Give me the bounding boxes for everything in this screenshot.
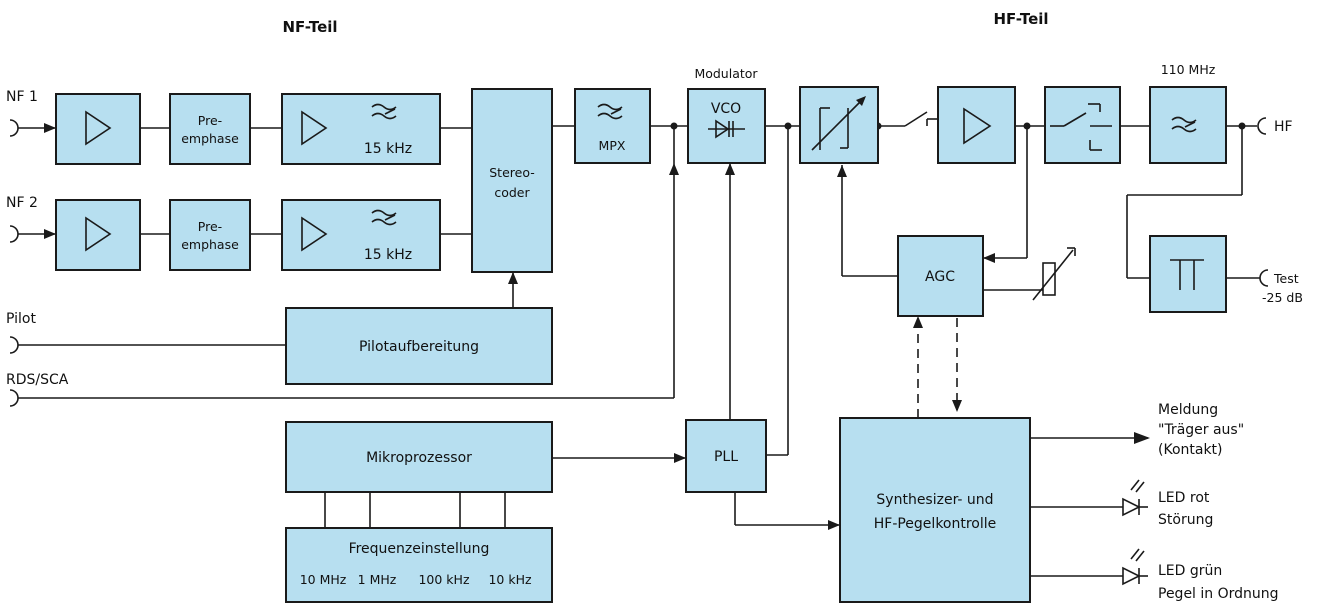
hf-amplifier bbox=[937, 86, 1016, 164]
filter-amp-nf1: 15 kHz bbox=[281, 93, 441, 165]
svg-text:HF-Pegelkontrolle: HF-Pegelkontrolle bbox=[874, 516, 997, 532]
switch-1 bbox=[904, 111, 928, 127]
svg-text:Pilotaufbereitung: Pilotaufbereitung bbox=[359, 339, 479, 355]
lpf-110-label: 110 MHz bbox=[1161, 62, 1216, 77]
led-gruen-icon bbox=[1122, 548, 1148, 586]
section-nf-title: NF-Teil bbox=[282, 18, 337, 36]
arrowheads bbox=[44, 123, 1150, 530]
frequenzeinstellung-block: Frequenzeinstellung 10 MHz 1 MHz 100 kHz… bbox=[285, 527, 553, 603]
led-gruen-status: Pegel in Ordnung bbox=[1158, 586, 1279, 602]
svg-text:Mikroprozessor: Mikroprozessor bbox=[366, 450, 472, 466]
meldung-kontakt-label: (Kontakt) bbox=[1158, 442, 1223, 458]
mpx-filter: MPX bbox=[574, 88, 651, 164]
section-hf-title: HF-Teil bbox=[993, 10, 1048, 28]
led-rot-label: LED rot bbox=[1158, 490, 1210, 506]
output-label-test: Test bbox=[1273, 271, 1299, 286]
output-label-test-level: -25 dB bbox=[1262, 290, 1303, 305]
svg-text:Synthesizer- und: Synthesizer- und bbox=[876, 492, 993, 508]
synthesizer-block: Synthesizer- und HF-Pegelkontrolle bbox=[839, 417, 1031, 603]
input-jack-rds: RDS/SCA bbox=[6, 372, 69, 407]
stereo-coder: Stereo- coder bbox=[471, 88, 553, 273]
svg-text:emphase: emphase bbox=[181, 131, 239, 146]
svg-text:coder: coder bbox=[494, 185, 530, 200]
vco-block: VCO bbox=[687, 88, 766, 164]
modulator-label: Modulator bbox=[694, 66, 758, 81]
svg-text:Pre-: Pre- bbox=[198, 113, 222, 128]
freq-step-1mhz: 1 MHz bbox=[358, 572, 397, 587]
svg-text:AGC: AGC bbox=[925, 269, 955, 285]
amplifier-nf2 bbox=[55, 199, 141, 271]
meldung-label: Meldung bbox=[1158, 402, 1218, 418]
svg-text:Frequenzeinstellung: Frequenzeinstellung bbox=[349, 541, 490, 557]
svg-text:Pre-: Pre- bbox=[198, 219, 222, 234]
led-gruen-label: LED grün bbox=[1158, 563, 1222, 579]
output-label-hf: HF bbox=[1274, 119, 1293, 135]
test-coupler bbox=[1149, 235, 1227, 313]
svg-text:Stereo-: Stereo- bbox=[489, 165, 534, 180]
output-jack-hf: HF bbox=[1257, 117, 1293, 135]
svg-text:PLL: PLL bbox=[714, 449, 738, 465]
freq-step-10mhz: 10 MHz bbox=[300, 572, 347, 587]
input-jack-pilot: Pilot bbox=[6, 311, 36, 354]
meldung-traeger-label: "Träger aus" bbox=[1158, 422, 1244, 438]
mikroprozessor-block: Mikroprozessor bbox=[285, 421, 553, 493]
lowpass-110mhz bbox=[1149, 86, 1227, 164]
pll-block: PLL bbox=[685, 419, 767, 493]
amplifier-nf1 bbox=[55, 93, 141, 165]
agc-block: AGC bbox=[897, 235, 984, 317]
wires bbox=[18, 118, 1260, 577]
variable-attenuator bbox=[799, 86, 879, 164]
input-jack-nf1: NF 1 bbox=[6, 89, 38, 137]
input-label-rds: RDS/SCA bbox=[6, 372, 69, 388]
led-rot-status: Störung bbox=[1158, 512, 1213, 528]
preemphase-nf1: Pre- emphase bbox=[169, 93, 251, 165]
switch-box bbox=[1044, 86, 1121, 164]
input-label-pilot: Pilot bbox=[6, 311, 36, 327]
svg-text:MPX: MPX bbox=[599, 138, 626, 153]
output-jack-test: Test -25 dB bbox=[1259, 269, 1303, 305]
svg-text:emphase: emphase bbox=[181, 237, 239, 252]
freq-step-100khz: 100 kHz bbox=[418, 572, 469, 587]
svg-text:15 kHz: 15 kHz bbox=[364, 247, 412, 263]
pilotaufbereitung-block: Pilotaufbereitung bbox=[285, 307, 553, 385]
filter-amp-nf2: 15 kHz bbox=[281, 199, 441, 271]
svg-text:15 kHz: 15 kHz bbox=[364, 141, 412, 157]
freq-step-10khz: 10 kHz bbox=[488, 572, 532, 587]
led-rot-icon bbox=[1122, 479, 1148, 517]
svg-text:VCO: VCO bbox=[711, 101, 741, 117]
input-label-nf2: NF 2 bbox=[6, 195, 38, 211]
input-jack-nf2: NF 2 bbox=[6, 195, 38, 243]
input-label-nf1: NF 1 bbox=[6, 89, 38, 105]
variable-resistor bbox=[1032, 247, 1076, 301]
preemphase-nf2: Pre- emphase bbox=[169, 199, 251, 271]
